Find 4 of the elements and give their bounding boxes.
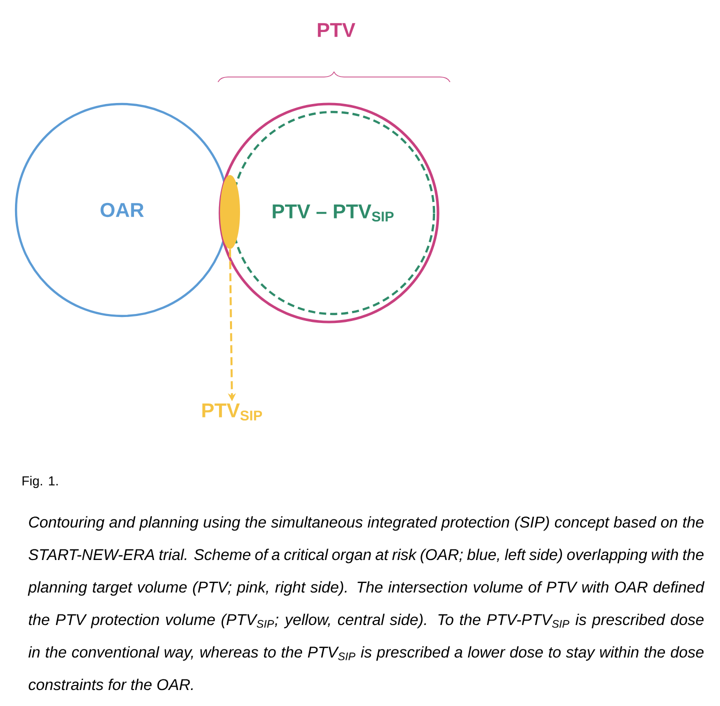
heading: PTV bbox=[318, 23, 356, 37]
figure-number: Fig. 1. bbox=[22, 476, 58, 488]
caption: Contouring and planning using the simultaneous integrated protection (SIP) concept based on the START-NEW-ERA trial. Scheme of a critical organ at risk (OAR; blue, left side) overlapping with the planning target volume (PTV; pink, right side). The intersection volume of PTV with OAR defined the PTV protection volume (PTV$_{SIP}$; yellow, central side). To the PTV-PTV$_{SIP}$ is prescribed dose in the conventional way, whereas to the PTV$_{SIP}$ is prescribed a lower dose to stay within the dose constraints for the OAR. bbox=[28, 516, 705, 690]
label: PTV$_{SIP}$ bbox=[202, 404, 262, 420]
